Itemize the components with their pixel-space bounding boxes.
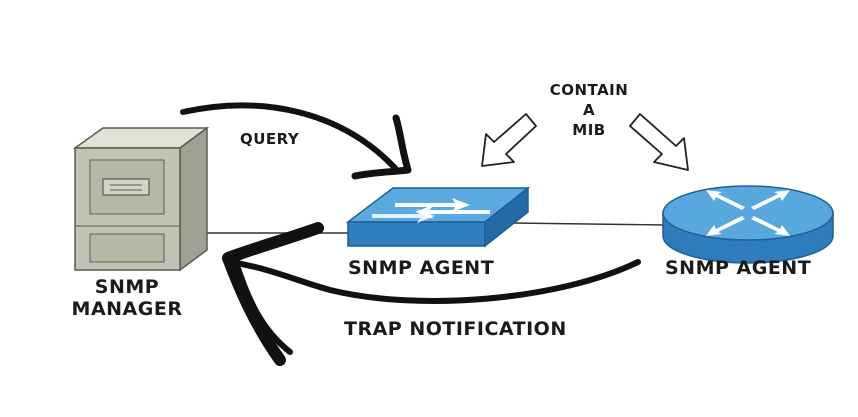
mib-arrow-right xyxy=(629,113,689,171)
manager-label: SNMP MANAGER xyxy=(62,276,192,320)
mib-note-line2: A xyxy=(582,101,596,119)
query-arrow xyxy=(180,102,412,180)
manager-label-line1: SNMP xyxy=(94,276,160,298)
trap-arrow xyxy=(222,222,641,366)
network-switch-icon xyxy=(345,186,531,248)
query-label: QUERY xyxy=(240,130,300,148)
mib-note-line1: CONTAIN xyxy=(549,81,629,99)
mib-note-line3: MIB xyxy=(572,121,606,139)
switch-agent-label: SNMP AGENT xyxy=(348,257,495,279)
mib-arrow-left xyxy=(481,113,537,167)
manager-label-line2: MANAGER xyxy=(71,298,183,320)
link-switch-router xyxy=(511,222,666,226)
router-icon xyxy=(662,185,834,264)
server-cabinet-icon xyxy=(72,126,210,272)
trap-notification-label: TRAP NOTIFICATION xyxy=(344,318,567,340)
router-agent-label: SNMP AGENT xyxy=(665,257,812,279)
mib-note: CONTAIN A MIB xyxy=(537,80,641,140)
